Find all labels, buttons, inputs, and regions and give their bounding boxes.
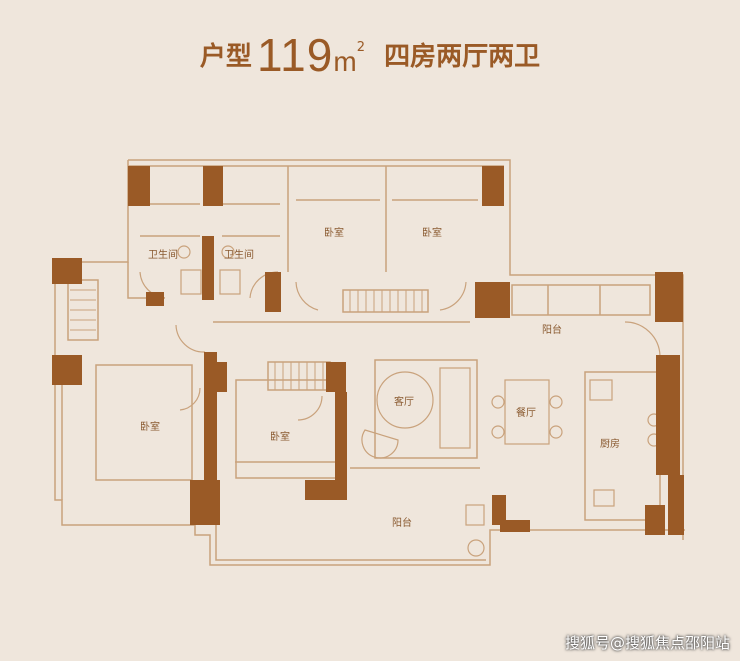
structural-walls: [52, 166, 684, 535]
watermark: 搜狐号@搜狐焦点邵阳站: [564, 634, 730, 652]
thin-walls: [54, 159, 685, 566]
room-label-balcony-top: 阳台: [542, 323, 562, 336]
room-label-bedroom-top-1: 卧室: [324, 226, 344, 239]
room-label-bedroom-left: 卧室: [140, 420, 160, 433]
plan-title: 户型 119m2 四房两厅两卫: [0, 28, 740, 82]
layout-description: 四房两厅两卫: [384, 42, 541, 72]
area-number: 119: [257, 29, 334, 81]
area-superscript: 2: [356, 40, 365, 55]
furniture: [177, 245, 661, 557]
stair-lines: [70, 289, 423, 390]
area-unit: m: [333, 46, 357, 77]
room-label-kitchen: 厨房: [600, 437, 620, 450]
room-label-bath-1: 卫生间: [148, 248, 178, 261]
room-label-balcony-bottom: 阳台: [392, 516, 412, 529]
room-label-living: 客厅: [394, 395, 414, 408]
room-label-bedroom-mid: 卧室: [270, 430, 290, 443]
room-label-bath-2: 卫生间: [224, 248, 254, 261]
room-label-dining: 餐厅: [516, 406, 536, 419]
title-prefix: 户型: [199, 42, 252, 72]
room-label-bedroom-top-2: 卧室: [422, 226, 442, 239]
